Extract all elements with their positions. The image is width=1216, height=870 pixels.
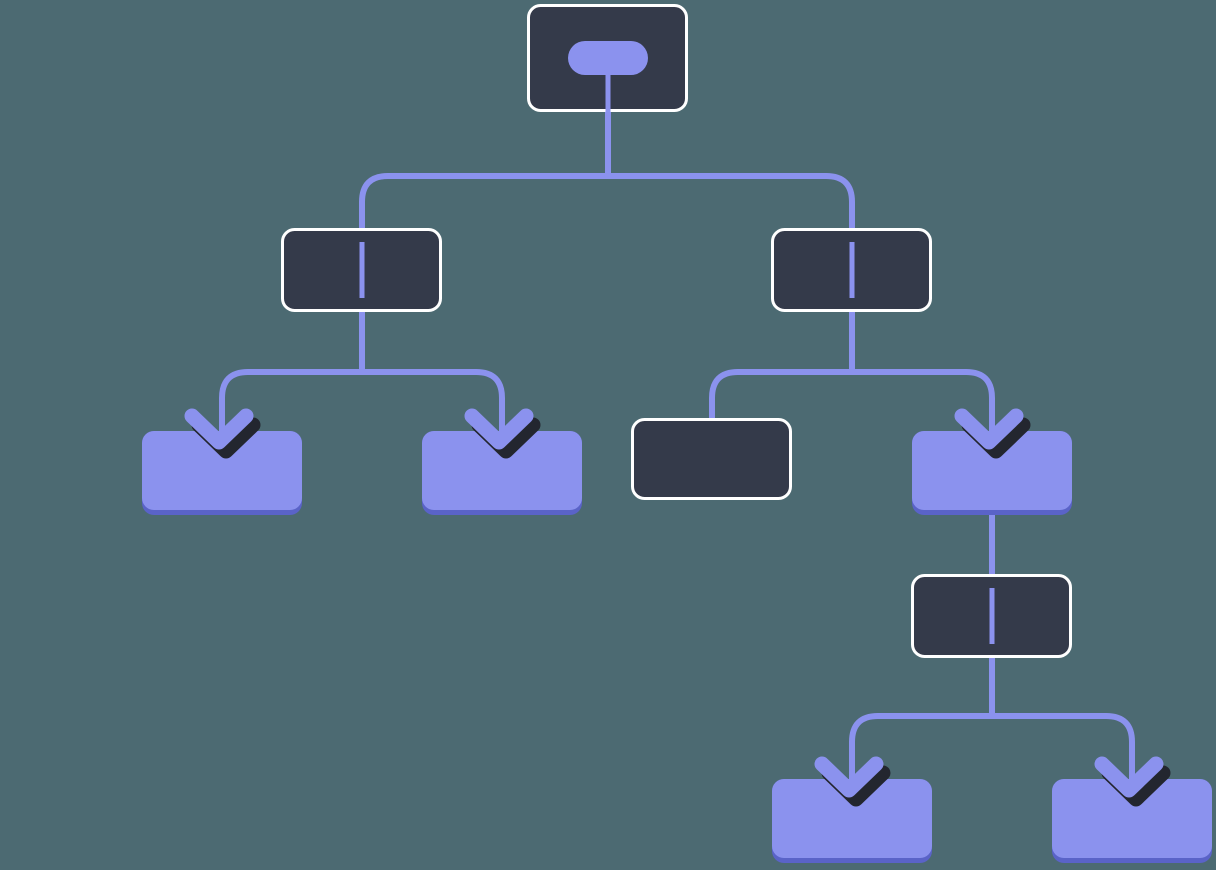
leaf-node-3-arrowhead: [814, 751, 891, 807]
branch-leaf-node-arrowhead-accent: [954, 408, 1024, 450]
leaf-node-2-shape[interactable]: [422, 431, 582, 510]
leaf-node-1-shape[interactable]: [142, 431, 302, 510]
leaf-node-4-shape[interactable]: [1052, 779, 1212, 858]
leaf-node-2-arrowhead: [464, 403, 541, 459]
leaf-node-2-arrowhead-accent: [464, 408, 534, 450]
edge-right-branch-to-branch-leaf: [849, 312, 995, 446]
node-layer: [142, 4, 1212, 863]
edge-root-to-left-branch: [359, 112, 611, 232]
leaf-node-1-arrowhead-accent: [184, 408, 254, 450]
leaf-node-4[interactable]: [1052, 779, 1212, 863]
branch-leaf-node[interactable]: [912, 431, 1072, 515]
edge-left-branch-to-leaf-1: [219, 312, 365, 446]
edge-right-branch-to-empty-node: [709, 312, 855, 420]
leaf-node-1-arrowhead: [184, 403, 261, 459]
leaf-node-1[interactable]: [142, 431, 302, 515]
edge-layer: [219, 112, 1135, 794]
glyph-layer: [359, 41, 995, 644]
leaf-node-3[interactable]: [772, 779, 932, 863]
root-node-pill-icon: [568, 41, 648, 75]
leaf-node-4-arrowhead: [1094, 751, 1171, 807]
leaf-node-2[interactable]: [422, 431, 582, 515]
edge-sub-branch-to-leaf-4: [989, 658, 1135, 794]
leaf-node-3-shape[interactable]: [772, 779, 932, 858]
edge-sub-branch-to-leaf-3: [849, 658, 995, 794]
leaf-node-4-arrowhead-accent: [1094, 756, 1164, 798]
edge-left-branch-to-leaf-2: [359, 312, 505, 446]
empty-dark-node-shape[interactable]: [631, 418, 792, 500]
branch-leaf-node-shape[interactable]: [912, 431, 1072, 510]
empty-dark-node[interactable]: [631, 418, 792, 500]
arrowhead-layer: [184, 403, 1171, 807]
branch-leaf-node-arrowhead: [954, 403, 1031, 459]
leaf-node-3-arrowhead-accent: [814, 756, 884, 798]
edge-root-to-right-branch: [605, 112, 855, 232]
